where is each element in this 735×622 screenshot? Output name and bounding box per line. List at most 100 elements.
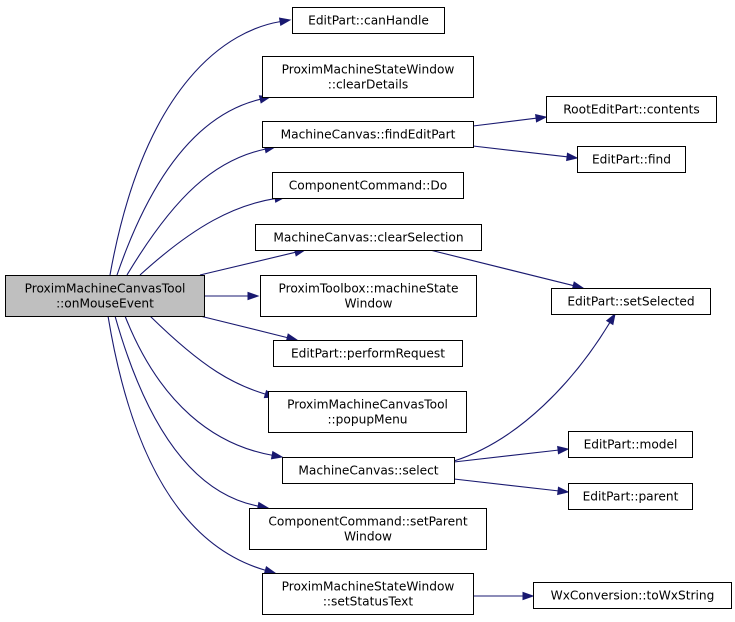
edge-line [199, 251, 296, 276]
node-box [568, 483, 693, 510]
node-proximmachinecanvastool-popupmenu[interactable]: ProximMachineCanvasTool::popupMenu [268, 391, 467, 433]
node-rooteditpart-contents[interactable]: RootEditPart::contents [546, 96, 717, 123]
node-proximmachinecanvastool-onmouseevent[interactable]: ProximMachineCanvasTool::onMouseEvent [5, 275, 205, 317]
node-label: MachineCanvas::clearSelection [273, 231, 463, 245]
node-label: ProximMachineCanvasTool [25, 282, 186, 296]
edge-n9-to-n14 [453, 312, 616, 462]
node-label: MachineCanvas::findEditPart [281, 128, 456, 142]
node-box [577, 146, 686, 173]
node-proximmachinestatewindow-setstatustext[interactable]: ProximMachineStateWindow::setStatusText [262, 573, 474, 615]
edge-arrowhead [566, 152, 579, 162]
edge-n3-to-n12 [472, 114, 548, 127]
node-box [546, 96, 717, 123]
node-machinecanvas-select[interactable]: MachineCanvas::select [282, 457, 455, 484]
edge-arrowhead [263, 565, 277, 575]
edge-line [114, 315, 259, 507]
edge-root-to-n3 [126, 145, 277, 276]
node-label: ::clearDetails [328, 78, 409, 92]
node-box [273, 340, 463, 367]
edge-arrowhead [535, 114, 548, 123]
node-componentcommand-do[interactable]: ComponentCommand::Do [272, 172, 464, 199]
edge-line [126, 148, 266, 276]
node-machinecanvas-clearselection[interactable]: MachineCanvas::clearSelection [255, 224, 482, 251]
node-label: EditPart::parent [583, 490, 679, 504]
node-box [568, 431, 693, 458]
edge-line [453, 449, 559, 463]
edge-root-to-n9 [124, 315, 284, 460]
edge-arrowhead [557, 486, 570, 496]
node-editpart-canhandle[interactable]: EditPart::canHandle [292, 7, 445, 34]
node-label: EditPart::performRequest [291, 347, 445, 361]
node-box [255, 224, 482, 251]
edge-n9-to-n15 [453, 445, 570, 463]
node-label: ComponentCommand::Do [289, 179, 447, 193]
node-layer: ProximMachineCanvasTool::onMouseEventEdi… [5, 7, 732, 615]
edge-root-to-n8 [149, 315, 277, 399]
edge-line [116, 98, 261, 276]
edge-root-to-n2 [116, 95, 272, 276]
edge-arrowhead [605, 312, 616, 326]
edge-n11-to-n17 [473, 591, 535, 601]
edge-line [107, 315, 266, 571]
edge-line [472, 117, 537, 127]
node-box [268, 391, 467, 433]
node-editpart-setselected[interactable]: EditPart::setSelected [551, 288, 711, 315]
edge-n3-to-n13 [472, 145, 579, 162]
node-machinecanvas-findeditpart[interactable]: MachineCanvas::findEditPart [262, 121, 474, 148]
edge-line [453, 478, 559, 492]
node-editpart-model[interactable]: EditPart::model [568, 431, 693, 458]
node-label: EditPart::find [592, 153, 671, 167]
node-label: ProximToolbox::machineState [279, 282, 459, 296]
node-label: ::popupMenu [327, 413, 407, 427]
node-box [5, 275, 205, 317]
node-label: ComponentCommand::setParent [268, 515, 467, 529]
node-label: Window [344, 297, 392, 311]
node-label: WxConversion::toWxString [551, 589, 715, 603]
edge-root-to-n7 [199, 315, 299, 342]
node-label: RootEditPart::contents [563, 103, 700, 117]
edge-line [149, 315, 266, 395]
node-label: EditPart::model [584, 438, 678, 452]
node-editpart-find[interactable]: EditPart::find [577, 146, 686, 173]
edge-root-to-n1 [109, 17, 292, 276]
node-box [292, 7, 445, 34]
node-label: MachineCanvas::select [298, 464, 438, 478]
node-box [262, 573, 474, 615]
edge-n9-to-n16 [453, 478, 570, 496]
edge-arrowhead [247, 291, 260, 301]
node-box [260, 275, 477, 317]
edge-root-to-n6 [204, 291, 260, 301]
edge-line [124, 315, 273, 456]
node-label: ::onMouseEvent [56, 297, 154, 311]
edge-line [429, 249, 574, 287]
edge-arrowhead [557, 445, 570, 455]
node-editpart-parent[interactable]: EditPart::parent [568, 483, 693, 510]
edge-root-to-n5 [199, 248, 307, 276]
edge-line [139, 198, 276, 276]
node-box [551, 288, 711, 315]
node-box [272, 172, 464, 199]
node-wxconversion-towxstring[interactable]: WxConversion::toWxString [533, 582, 732, 609]
node-editpart-performrequest[interactable]: EditPart::performRequest [273, 340, 463, 367]
edge-arrowhead [270, 450, 284, 460]
node-label: ProximMachineStateWindow [282, 580, 455, 594]
edge-line [472, 145, 568, 158]
edge-arrowhead [278, 17, 292, 26]
node-label: ProximMachineCanvasTool [287, 398, 448, 412]
node-label: Window [344, 530, 392, 544]
node-box [533, 582, 732, 609]
node-box [282, 457, 455, 484]
node-label: EditPart::setSelected [567, 295, 694, 309]
edge-line [199, 315, 288, 339]
node-box [262, 121, 474, 148]
edge-arrowhead [522, 591, 535, 601]
node-box [262, 56, 474, 98]
node-proximmachinestatewindow-cleardetails[interactable]: ProximMachineStateWindow::clearDetails [262, 56, 474, 98]
edge-line [453, 322, 611, 462]
node-label: EditPart::canHandle [308, 14, 429, 28]
node-box [249, 508, 487, 550]
node-label: ::setStatusText [323, 595, 414, 609]
